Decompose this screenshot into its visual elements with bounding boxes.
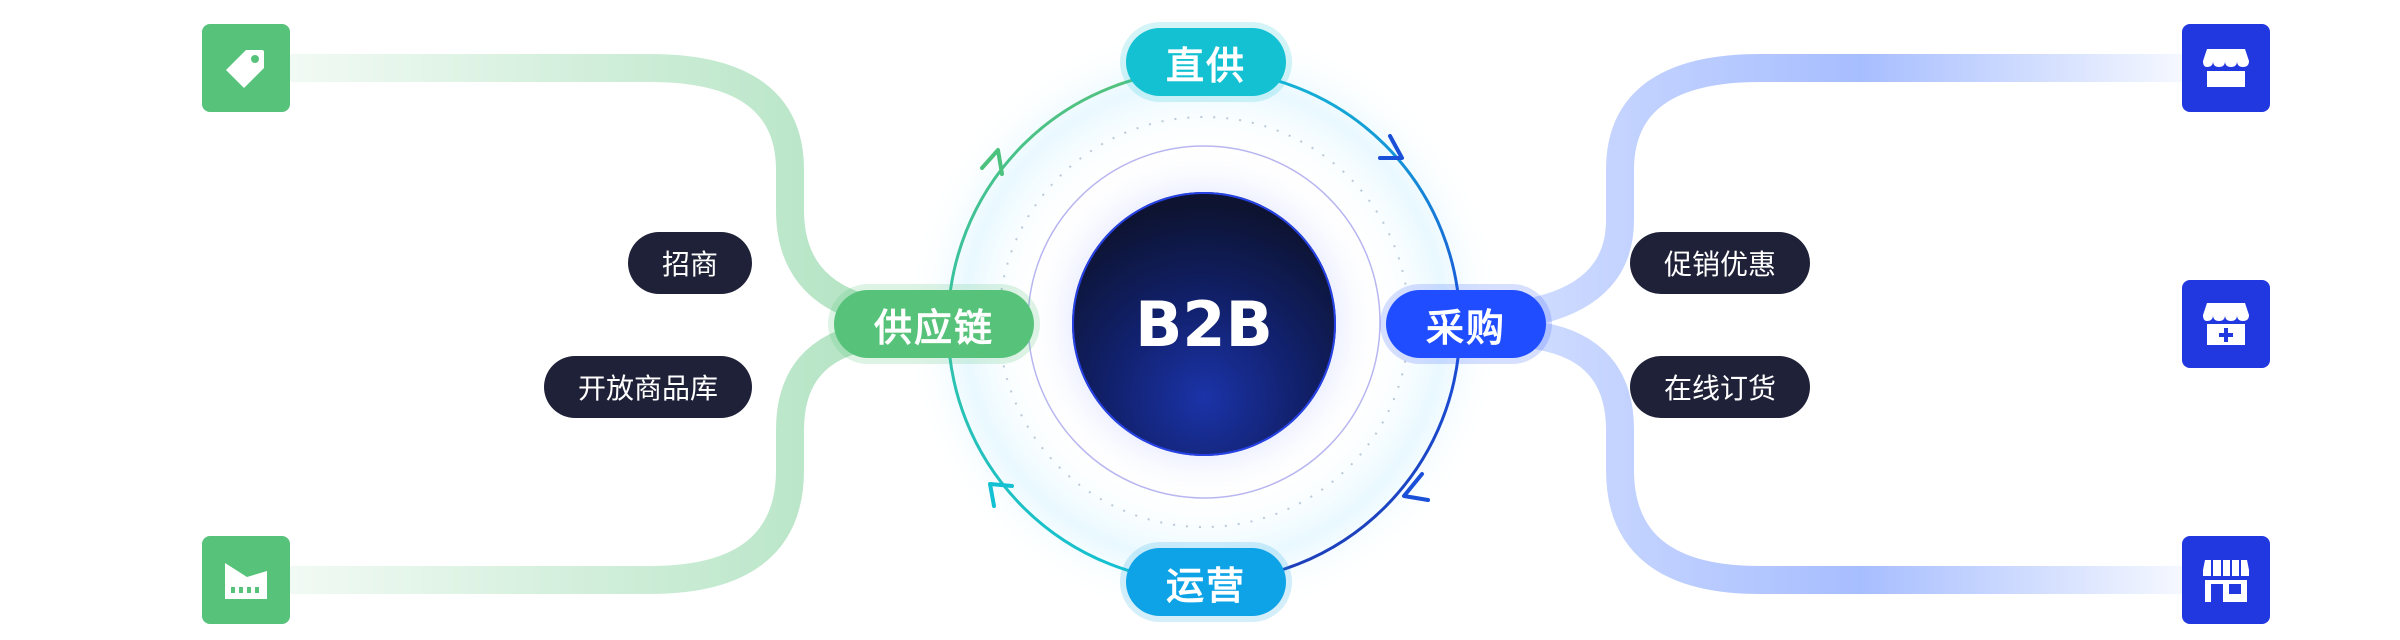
node-left[interactable]: 供应链: [834, 290, 1034, 358]
connector-right-bottom: [1526, 322, 2194, 594]
store-icon: [2182, 24, 2270, 112]
arrow-top-left: [980, 148, 1004, 176]
arrow-bottom-left: [988, 482, 1014, 508]
node-bottom-label: 运营: [1165, 563, 1246, 608]
chip-right-bottom: 在线订货: [1630, 356, 1811, 418]
node-top[interactable]: 直供: [1126, 28, 1286, 96]
factory-icon: [202, 536, 290, 624]
chip-right-top-label: 促销优惠: [1664, 248, 1777, 281]
arrow-top-right: [1378, 134, 1404, 160]
node-bottom[interactable]: 运营: [1126, 548, 1286, 616]
chip-left-bottom: 开放商品库: [543, 356, 752, 418]
connector-right-top: [1526, 54, 2194, 324]
pharmacy-store-icon: [2182, 280, 2270, 368]
chip-left-bottom-label: 开放商品库: [577, 372, 718, 405]
price-tag-icon: [202, 24, 290, 112]
shop-front-icon: [2182, 536, 2270, 624]
node-top-label: 直供: [1165, 43, 1246, 88]
connector-left-bottom: [276, 322, 884, 594]
node-right-label: 采购: [1425, 305, 1506, 350]
b2b-core-label: B2B: [1135, 287, 1273, 361]
arrow-bottom-right: [1402, 472, 1430, 502]
node-right[interactable]: 采购: [1386, 290, 1546, 358]
chip-left-top: 招商: [627, 232, 752, 294]
connector-left-top: [276, 54, 884, 324]
node-left-label: 供应链: [873, 305, 994, 350]
chip-right-bottom-label: 在线订货: [1664, 372, 1777, 405]
chip-right-top: 促销优惠: [1630, 232, 1811, 294]
b2b-core: B2B: [1072, 192, 1336, 456]
chip-left-top-label: 招商: [661, 248, 718, 281]
